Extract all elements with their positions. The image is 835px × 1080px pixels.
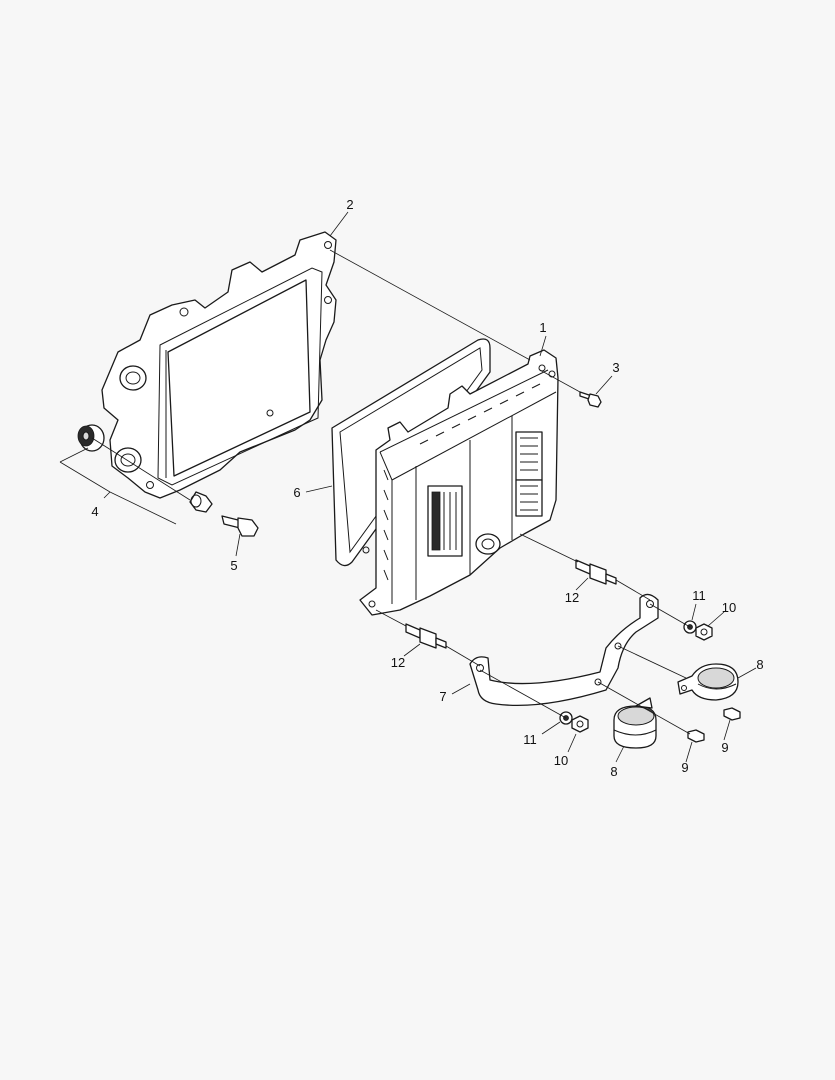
screw-part-9-lower	[687, 729, 705, 743]
nut-part-10-upper	[695, 623, 713, 641]
control-module-part-1	[359, 349, 559, 616]
callout-4: 4	[91, 504, 98, 519]
clamp-part-8-lower	[613, 697, 657, 749]
leader-lines	[59, 211, 757, 763]
clamp-part-8-upper	[677, 663, 739, 701]
stud-part-12-upper	[575, 559, 617, 585]
callout-12-lower: 12	[391, 655, 405, 670]
callout-10-lower: 10	[554, 753, 568, 768]
support-strap-part-7	[469, 593, 659, 706]
callout-labels: 1 2 3 4 5 6 7 8 8 9 9 10 10 11 11 12 12	[91, 197, 763, 779]
nut-part-10-lower	[571, 715, 589, 733]
callout-2: 2	[346, 197, 353, 212]
screw-part-9-upper	[723, 707, 741, 721]
screw-part-3	[579, 391, 602, 408]
callout-11-lower: 11	[523, 732, 537, 747]
callout-6: 6	[293, 485, 300, 500]
callout-7: 7	[439, 689, 446, 704]
callout-5: 5	[230, 558, 237, 573]
bolt-part-5	[221, 515, 259, 537]
callout-12-upper: 12	[565, 590, 579, 605]
mounting-frame-part-2	[101, 231, 337, 499]
isolator-part-4	[77, 424, 213, 513]
stud-part-12-lower	[405, 623, 447, 649]
callout-1: 1	[539, 320, 546, 335]
callout-11-upper: 11	[692, 588, 706, 603]
callout-8-lower: 8	[610, 764, 617, 779]
callout-3: 3	[612, 360, 619, 375]
callout-10-upper: 10	[722, 600, 736, 615]
callout-9-lower: 9	[681, 760, 688, 775]
callout-8-upper: 8	[756, 657, 763, 672]
callout-9-upper: 9	[721, 740, 728, 755]
